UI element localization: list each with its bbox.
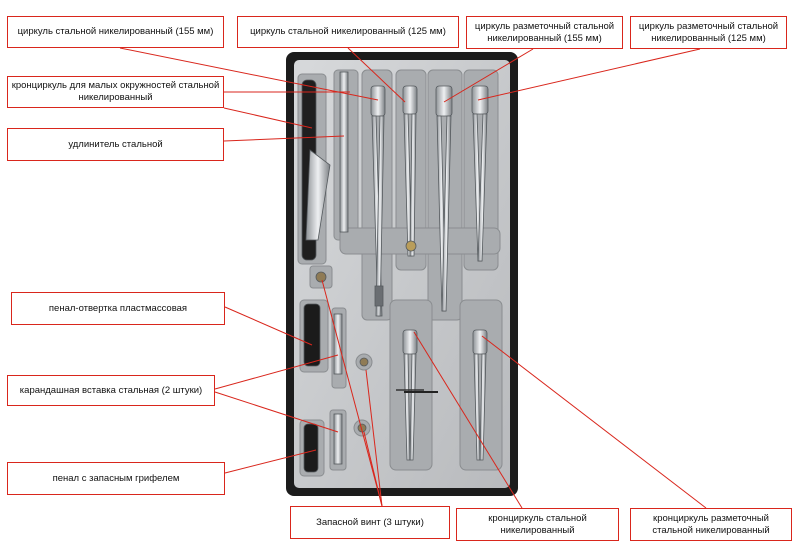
label-extender: удлинитель стальной (7, 128, 224, 161)
label-lead-case: пенал с запасным грифелем (7, 462, 225, 495)
label-pencil-insert: карандашная вставка стальная (2 штуки) (7, 375, 215, 406)
label-marking-125: циркуль разметочный стальной никелирован… (630, 16, 787, 49)
label-caliper: кронциркуль стальной никелированный (456, 508, 619, 541)
label-small-circles-caliper: кронциркуль для малых окружностей стальн… (7, 76, 224, 108)
label-marking-caliper: кронциркуль разметочный стальной никелир… (630, 508, 792, 541)
label-compass-155: циркуль стальной никелированный (155 мм) (7, 16, 224, 48)
label-marking-155: циркуль разметочный стальной никелирован… (466, 16, 623, 49)
label-compass-125: циркуль стальной никелированный (125 мм) (237, 16, 459, 48)
label-spare-screw: Запасной винт (3 штуки) (290, 506, 450, 539)
label-screwdriver-case: пенал-отвертка пластмассовая (11, 292, 225, 325)
